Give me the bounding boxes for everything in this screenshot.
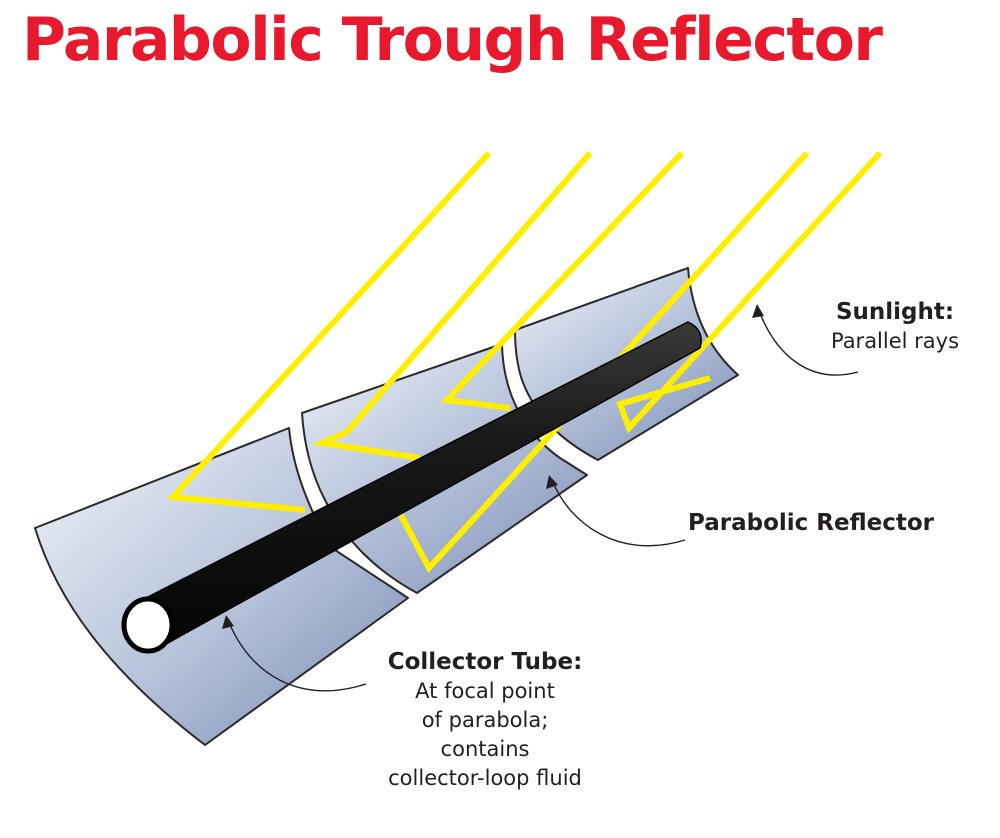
sunlight-heading: Sunlight: (835, 299, 955, 325)
sunlight-pointer (757, 307, 859, 376)
reflector-label: Parabolic Reflector (688, 510, 935, 536)
sunlight-label: Sunlight: Parallel rays (790, 297, 1000, 355)
ray-2 (311, 151, 593, 461)
ray-1 (166, 150, 492, 513)
collector-tube-line: At focal point (415, 679, 555, 703)
sunlight-description: Parallel rays (830, 329, 960, 353)
collector-tube (121, 321, 702, 654)
collector-tube-label: Collector Tube: At focal point of parabo… (320, 647, 650, 793)
pointer-arrows (222, 304, 859, 692)
sunlight-rays (166, 150, 883, 574)
page-title: Parabolic Trough Reflector (22, 5, 883, 75)
ray-3 (440, 150, 685, 411)
collector-tube-line: of parabola; (421, 708, 549, 732)
tube-pointer (227, 619, 367, 692)
ray-5 (616, 150, 883, 434)
ray-4 (394, 150, 810, 574)
reflector-pointer (551, 479, 686, 547)
tube-end-opening (121, 596, 175, 654)
collector-tube-line: collector-loop fluid (388, 766, 582, 790)
collector-tube-line: contains (440, 737, 530, 761)
collector-tube-heading: Collector Tube: (387, 649, 583, 675)
